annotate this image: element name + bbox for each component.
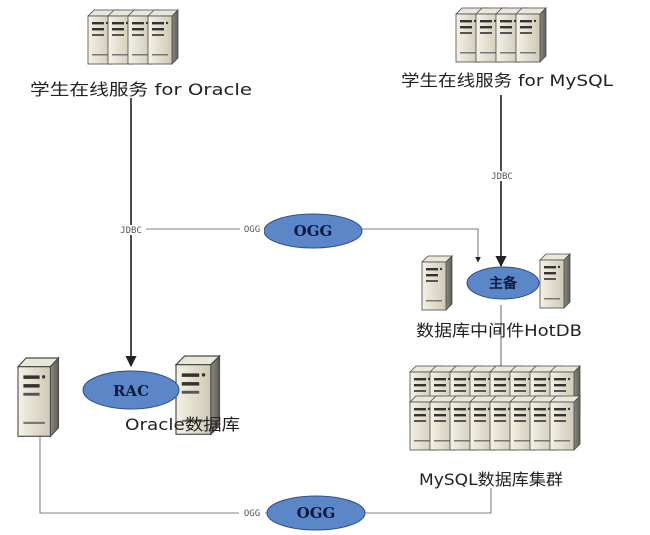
- mysql-service-label: 学生在线服务 for MySQL: [401, 71, 613, 90]
- ogg-bottom-ellipse: OGG: [266, 495, 366, 531]
- mysql-cluster-label: MySQL数据库集群: [419, 470, 563, 489]
- ogg-bottom-label: OGG: [297, 504, 336, 522]
- oracle-service-servers: [87, 9, 179, 65]
- master-standby-label: 主备: [489, 275, 518, 292]
- mysql-service-servers: [455, 7, 547, 63]
- master-standby-ellipse: 主备: [466, 266, 540, 300]
- rac-label: RAC: [113, 382, 149, 400]
- oracle-db-label: Oracle数据库: [125, 415, 240, 434]
- middleware-label: 数据库中间件HotDB: [416, 321, 582, 340]
- ogg-bottom-small-label: OGG: [244, 509, 260, 519]
- mysql-cluster-servers: [409, 365, 581, 451]
- ogg-bottom-line: [37, 430, 492, 514]
- rac-ellipse: RAC: [82, 370, 180, 410]
- jdbc-left-label: JDBC: [120, 226, 142, 236]
- ogg-top-label: OGG: [294, 222, 333, 240]
- jdbc-right-label: JDBC: [491, 172, 513, 182]
- oracle-service-label: 学生在线服务 for Oracle: [30, 80, 252, 99]
- ogg-top-ellipse: OGG: [263, 213, 363, 249]
- ogg-top-small-label: OGG: [244, 225, 260, 235]
